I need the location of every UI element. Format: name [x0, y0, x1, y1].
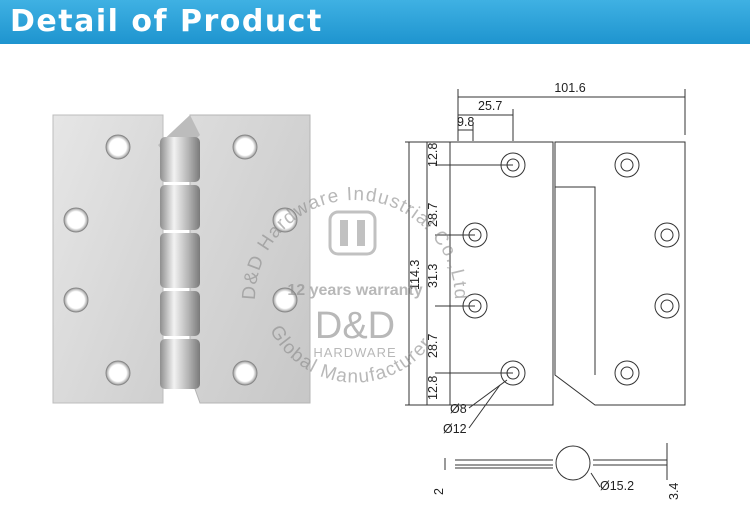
dim-top: 12.8: [426, 143, 440, 167]
dim-knuckle: Ø15.2: [600, 479, 634, 493]
dim-edge-offset: 9.8: [457, 115, 474, 129]
hinge-photo: [40, 105, 315, 410]
dim-width-total: 101.6: [554, 81, 585, 95]
watermark-sub: HARDWARE: [313, 345, 396, 360]
technical-drawing: 101.6 25.7 9.8 12.8 28.7 31.3 28.7 12.8 …: [395, 75, 745, 520]
dim-height-total: 114.3: [408, 260, 422, 290]
dim-bottom: 12.8: [426, 376, 440, 400]
watermark-brand: D&D: [315, 305, 395, 347]
dim-gap-3: 28.7: [426, 334, 440, 358]
dim-thickness: 2: [432, 488, 446, 495]
logo-icon: [328, 210, 377, 256]
dim-hole-outer: Ø12: [443, 422, 467, 436]
watermark-warranty: 12 years warranty: [287, 282, 422, 299]
page-title: Detail of Product: [10, 4, 323, 39]
dim-side-height: 3.4: [667, 483, 681, 500]
dim-gap-2: 31.3: [426, 264, 440, 288]
left-leaf: [52, 114, 164, 404]
dim-hole-offset: 25.7: [478, 99, 502, 113]
dim-gap-1: 28.7: [426, 203, 440, 227]
header-banner: Detail of Product: [0, 0, 750, 44]
dim-hole-inner: Ø8: [450, 402, 467, 416]
watermark-seal: D&D Hardware Industrial Co.,Ltd Global M…: [220, 160, 490, 415]
